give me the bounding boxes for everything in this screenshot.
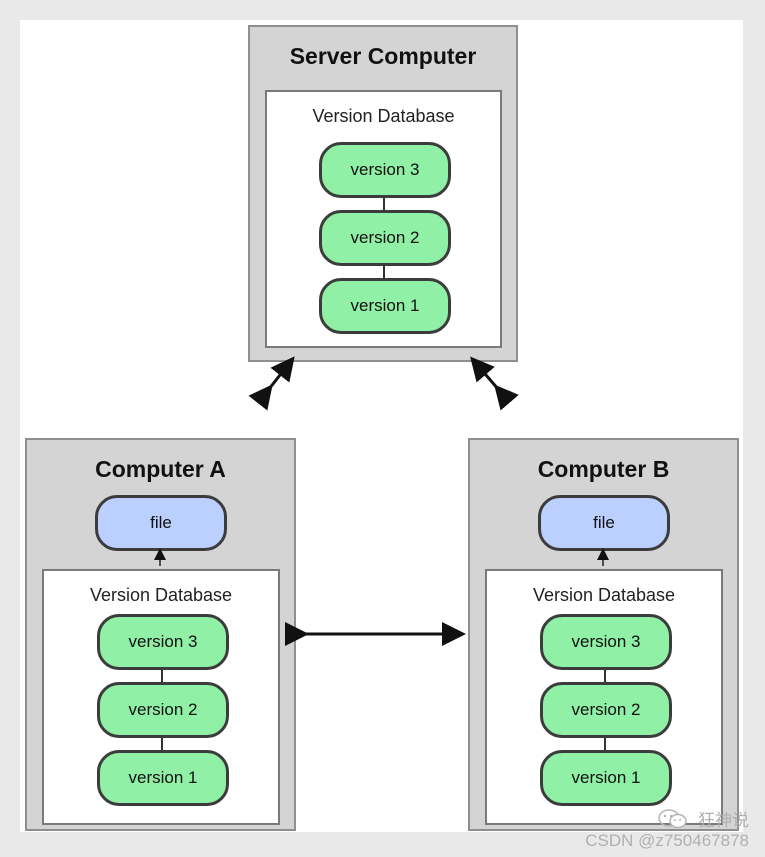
server-computer-title: Server Computer [289, 43, 477, 69]
sync-arrows [154, 356, 609, 646]
computer-a: Computer A file Version Database version… [25, 438, 296, 831]
computer-b-version-database: Version Database version 3 version 2 ver… [485, 569, 723, 825]
computer-b-connector-line [604, 738, 606, 754]
server-connector-line [383, 198, 385, 214]
arrow-server-computer-b [470, 356, 519, 411]
computer-a-connector-line [161, 738, 163, 754]
computer-a-database-label: Version Database [89, 585, 233, 605]
watermark: 狂神说 [658, 806, 749, 831]
server-version-1: version 1 [319, 278, 451, 334]
server-computer: Server Computer Version Database version… [248, 25, 518, 362]
wechat-account-text: 狂神说 [698, 811, 749, 830]
server-version-2: version 2 [319, 210, 451, 266]
computer-a-version-database: Version Database version 3 version 2 ver… [42, 569, 280, 825]
computer-a-version-3: version 3 [97, 614, 229, 670]
wechat-icon [658, 808, 688, 829]
computer-b-database-label: Version Database [532, 585, 676, 605]
computer-a-connector-line [161, 670, 163, 686]
computer-b-version-2: version 2 [540, 682, 672, 738]
arrow-server-computer-a [248, 356, 295, 411]
server-connector-line [383, 266, 385, 282]
computer-a-title: Computer A [95, 456, 226, 482]
computer-b-version-1: version 1 [540, 750, 672, 806]
server-version-database: Version Database version 3 version 2 ver… [265, 90, 502, 348]
csdn-watermark: CSDN @z750467878 [585, 831, 749, 850]
computer-a-version-2: version 2 [97, 682, 229, 738]
diagram-canvas: Server Computer Version Database version… [20, 20, 743, 832]
server-database-label: Version Database [312, 106, 455, 126]
computer-b: Computer B file Version Database version… [468, 438, 739, 831]
computer-b-version-3: version 3 [540, 614, 672, 670]
computer-b-title: Computer B [537, 456, 670, 482]
computer-b-connector-line [604, 670, 606, 686]
server-version-3: version 3 [319, 142, 451, 198]
computer-a-version-1: version 1 [97, 750, 229, 806]
